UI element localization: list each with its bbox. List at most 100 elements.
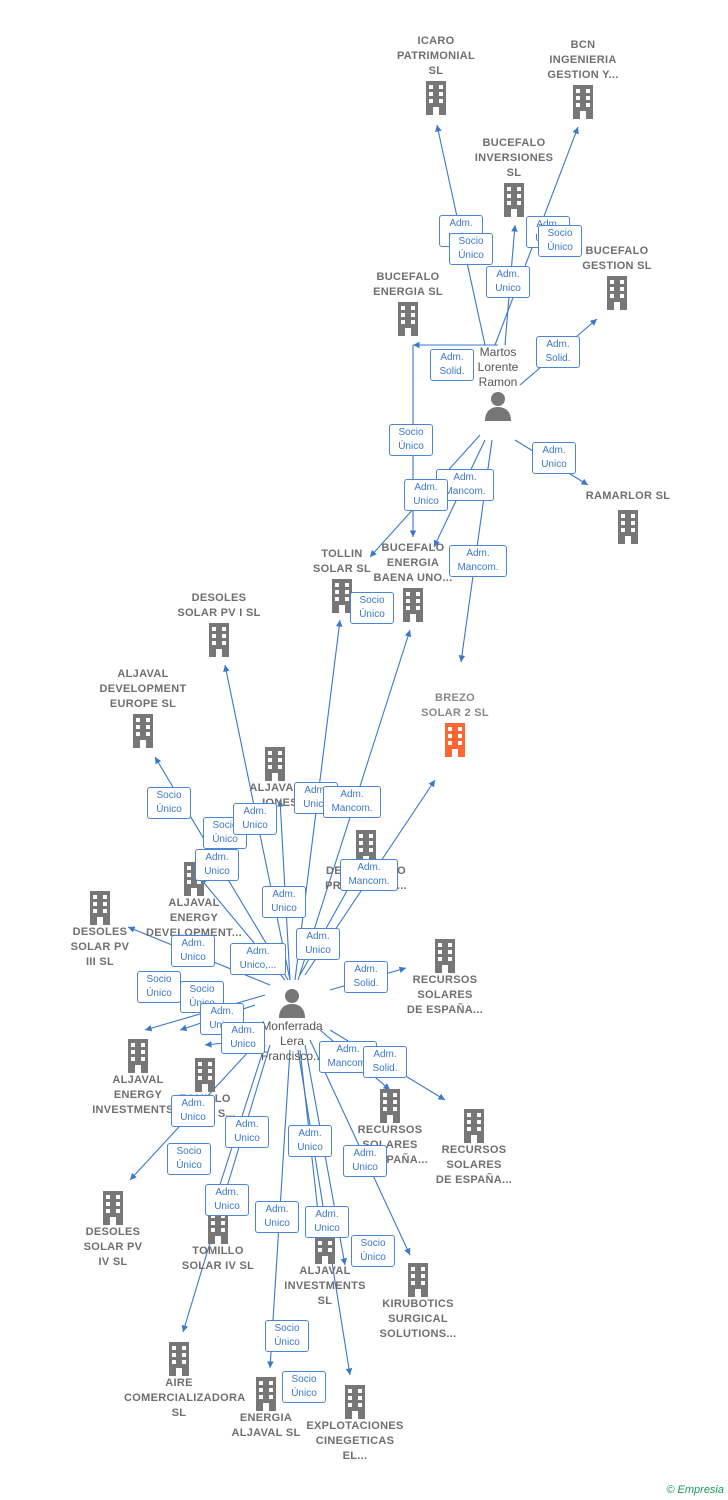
company-brezo-solar-2-highlighted[interactable]: BREZO SOLAR 2 SL	[400, 691, 510, 757]
building-icon	[445, 723, 465, 757]
role-badge[interactable]: Adm. Unico	[343, 1145, 387, 1177]
company-label: ALJAVAL ENERGY DEVELOPMENT...	[146, 897, 242, 939]
company-recursos-solares-3[interactable]: RECURSOS SOLARES DE ESPAÑA...	[419, 1107, 529, 1188]
building-icon	[398, 302, 418, 336]
company-aljaval-energy-investments[interactable]: ALJAVAL ENERGY INVESTMENTS...	[83, 1037, 193, 1118]
company-aire-comercializadora[interactable]: AIRE COMERCIALIZADORA SL	[124, 1340, 245, 1421]
role-badge[interactable]: Socio Único	[265, 1320, 309, 1352]
role-badge[interactable]: Socio Único	[147, 787, 191, 819]
building-icon	[435, 939, 455, 973]
company-label: BUCEFALO GESTION SL	[582, 245, 652, 272]
person-icon	[485, 392, 511, 421]
role-badge[interactable]: Adm. Unico	[288, 1125, 332, 1157]
role-badge[interactable]: Adm. Unico	[296, 928, 340, 960]
role-badge[interactable]: Adm. Unico	[255, 1201, 299, 1233]
company-bucefalo-energia[interactable]: BUCEFALO ENERGIA SL	[353, 270, 463, 336]
company-bucefalo-inversiones[interactable]: BUCEFALO INVERSIONES SL	[459, 136, 569, 217]
company-label: ALJAVAL DEVELOPMENT EUROPE SL	[99, 668, 187, 710]
company-label: ALJAVAL ENERGY INVESTMENTS...	[92, 1074, 184, 1116]
company-label: DESOLES SOLAR PV I SL	[177, 592, 261, 619]
building-icon	[169, 1342, 189, 1376]
company-label: ENERGIA ALJAVAL SL	[231, 1412, 301, 1439]
role-badge[interactable]: Adm. Unico	[233, 803, 277, 835]
company-bcn-ingenieria[interactable]: BCN INGENIERIA GESTION Y...	[528, 38, 638, 119]
building-icon	[209, 623, 229, 657]
company-label: RECURSOS SOLARES DE ESPAÑA...	[435, 1144, 513, 1186]
company-label: BUCEFALO ENERGIA BAENA UNO...	[373, 542, 453, 584]
role-badge[interactable]: Socio Único	[449, 233, 493, 265]
role-badge[interactable]: Adm. Unico	[221, 1022, 265, 1054]
role-badge[interactable]: Adm. Unico	[171, 935, 215, 967]
company-icaro-patrimonial[interactable]: ICARO PATRIMONIAL SL	[381, 34, 491, 115]
person-label: Monferrada Lera Francisco...	[260, 1019, 323, 1063]
company-explotaciones-cinegeticas[interactable]: EXPLOTACIONES CINEGETICAS EL...	[300, 1383, 410, 1464]
role-badge[interactable]: Adm. Unico	[225, 1116, 269, 1148]
company-label: DESOLES SOLAR PV III SL	[70, 926, 130, 968]
role-badge[interactable]: Adm. Mancom.	[323, 786, 381, 818]
building-icon	[332, 579, 352, 613]
company-label: DESOLES SOLAR PV IV SL	[83, 1226, 143, 1268]
company-desoles-solar-pv-iii[interactable]: DESOLES SOLAR PV III SL	[45, 889, 155, 970]
role-badge[interactable]: Socio Único	[282, 1371, 326, 1403]
role-badge[interactable]: Adm. Unico,...	[230, 943, 286, 975]
role-badge[interactable]: Adm. Unico	[486, 266, 530, 298]
role-badge[interactable]: Adm. Unico	[195, 849, 239, 881]
role-badge[interactable]: Socio Único	[389, 424, 433, 456]
building-icon	[133, 714, 153, 748]
person-label: Martos Lorente Ramon	[477, 345, 519, 389]
role-badge[interactable]: Adm. Mancom.	[340, 859, 398, 891]
building-icon	[380, 1089, 400, 1123]
company-label: TOLLIN SOLAR SL	[312, 548, 371, 575]
role-badge[interactable]: Adm. Solid.	[363, 1046, 407, 1078]
person-monferrada-lera-francisco[interactable]: Monferrada Lera Francisco...	[237, 987, 347, 1064]
company-energia-aljaval[interactable]: ENERGIA ALJAVAL SL	[211, 1375, 321, 1441]
empresia-credit: © Empresia	[666, 1484, 724, 1496]
role-badge[interactable]: Adm. Unico	[532, 442, 576, 474]
company-label: ALJAVAL INVESTMENTS SL	[284, 1265, 366, 1307]
building-icon	[195, 1058, 215, 1092]
company-aljaval-investments[interactable]: ALJAVAL INVESTMENTS SL	[270, 1228, 380, 1309]
role-badge[interactable]: Adm. Solid.	[344, 961, 388, 993]
company-bucefalo-energia-baena[interactable]: BUCEFALO ENERGIA BAENA UNO...	[358, 541, 468, 622]
company-label: KIRUBOTICS SURGICAL SOLUTIONS...	[379, 1298, 457, 1340]
company-label: RECURSOS SOLARES DE ESPAÑA...	[406, 974, 484, 1016]
role-badge[interactable]: Socio Único	[538, 225, 582, 257]
role-badge[interactable]: Adm. Unico	[205, 1184, 249, 1216]
building-icon	[256, 1377, 276, 1411]
company-label: EXPLOTACIONES CINEGETICAS EL...	[306, 1420, 404, 1462]
person-martos-lorente-ramon[interactable]: Martos Lorente Ramon	[443, 345, 553, 422]
role-badge[interactable]: Adm. Solid.	[430, 349, 474, 381]
company-ramarlor[interactable]: RAMARLOR SL	[573, 489, 683, 544]
role-badge[interactable]: Adm. Mancom.	[449, 545, 507, 577]
company-tomillo-solar-iv[interactable]: TOMILLO SOLAR IV SL	[163, 1208, 273, 1274]
company-desoles-solar-pv-iv[interactable]: DESOLES SOLAR PV IV SL	[58, 1189, 168, 1270]
role-badge[interactable]: Adm. Solid.	[536, 336, 580, 368]
company-bucefalo-gestion[interactable]: BUCEFALO GESTION SL	[562, 244, 672, 310]
company-desoles-solar-pv-i[interactable]: DESOLES SOLAR PV I SL	[164, 591, 274, 657]
building-icon	[408, 1263, 428, 1297]
role-badge[interactable]: Socio Único	[350, 592, 394, 624]
role-badge[interactable]: Socio Único	[137, 971, 181, 1003]
company-label: RAMARLOR SL	[585, 490, 671, 502]
building-icon	[504, 183, 524, 217]
company-label: TOMILLO SOLAR IV SL	[181, 1245, 255, 1272]
company-label: BCN INGENIERIA GESTION Y...	[547, 39, 619, 81]
building-icon	[103, 1191, 123, 1225]
role-badge[interactable]: Socio Único	[167, 1143, 211, 1175]
company-label: ICARO PATRIMONIAL SL	[396, 35, 476, 77]
role-badge[interactable]: Socio Único	[351, 1235, 395, 1267]
role-badge[interactable]: Adm. Unico	[404, 479, 448, 511]
role-badge[interactable]: Adm. Unico	[171, 1095, 215, 1127]
company-aljaval-development-europe[interactable]: ALJAVAL DEVELOPMENT EUROPE SL	[88, 667, 198, 748]
building-icon	[208, 1210, 228, 1244]
role-badge[interactable]: Adm. Unico	[262, 886, 306, 918]
building-icon	[265, 747, 285, 781]
company-recursos-solares-1[interactable]: RECURSOS SOLARES DE ESPAÑA...	[390, 937, 500, 1018]
company-tollin-solar[interactable]: TOLLIN SOLAR SL	[287, 547, 397, 613]
company-label: BUCEFALO INVERSIONES SL	[474, 137, 554, 179]
role-badge[interactable]: Adm. Unico	[305, 1206, 349, 1238]
building-icon	[345, 1385, 365, 1419]
building-icon	[607, 276, 627, 310]
company-kirubotics[interactable]: KIRUBOTICS SURGICAL SOLUTIONS...	[363, 1261, 473, 1342]
